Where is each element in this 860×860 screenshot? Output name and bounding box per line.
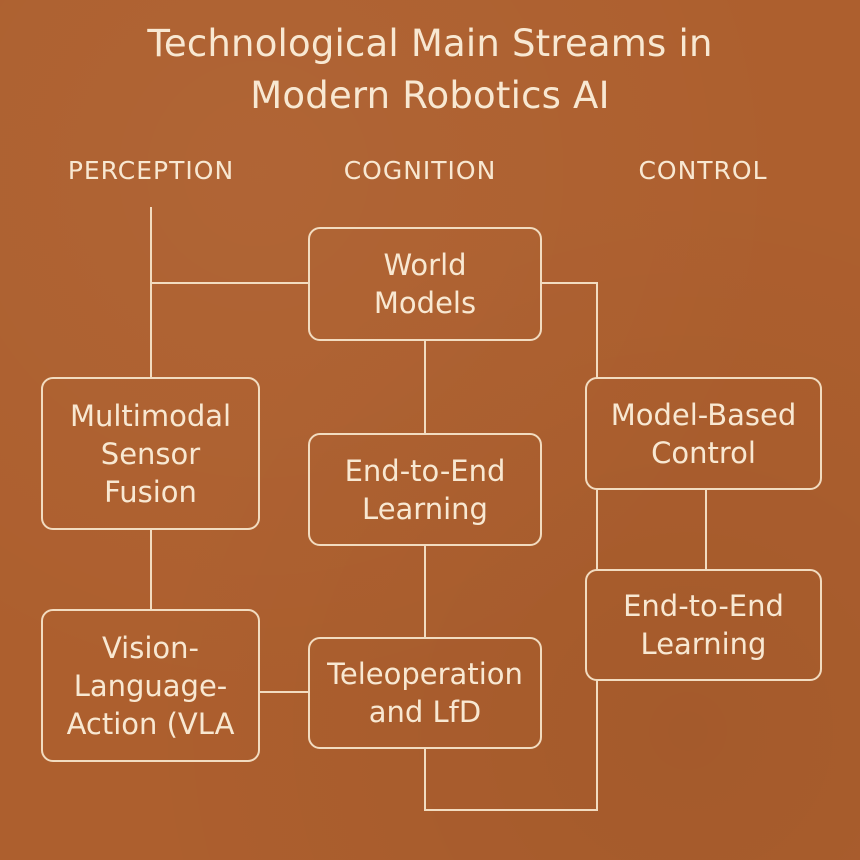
node-world-models-line-1: World bbox=[383, 248, 467, 282]
node-vision-language-action: Vision- Language- Action (VLA bbox=[41, 609, 260, 762]
node-model-based-line-2: Control bbox=[651, 435, 756, 470]
title-line-2: Modern Robotics AI bbox=[250, 74, 610, 117]
node-model-based-line-1: Model-Based bbox=[610, 397, 797, 432]
node-e2e-cognition-line-2: Learning bbox=[362, 491, 488, 526]
node-e2e-control-line-1: End-to-End bbox=[623, 589, 784, 623]
node-end-to-end-learning-cognition: End-to-End Learning bbox=[308, 433, 542, 546]
title-line-1: Technological Main Streams in bbox=[147, 22, 713, 65]
node-end-to-end-learning-control: End-to-End Learning bbox=[585, 569, 822, 681]
column-header-cognition: COGNITION bbox=[343, 156, 497, 185]
node-multimodal-sensor-fusion: Multimodal Sensor Fusion bbox=[41, 377, 260, 530]
column-header-perception: PERCEPTION bbox=[67, 156, 235, 185]
node-teleoperation-line-1: Teleoperation bbox=[327, 657, 523, 691]
node-vla-line-3: Action (VLA bbox=[66, 706, 235, 741]
node-model-based-control: Model-Based Control bbox=[585, 377, 822, 490]
node-fusion-line-1: Multimodal bbox=[69, 398, 232, 433]
node-fusion-line-3: Fusion bbox=[104, 474, 197, 509]
node-teleoperation-lfd: Teleoperation and LfD bbox=[308, 637, 542, 749]
node-fusion-line-2: Sensor bbox=[100, 436, 201, 471]
node-e2e-control-line-2: Learning bbox=[640, 627, 767, 661]
node-world-models: World Models bbox=[308, 227, 542, 341]
column-header-control: CONTROL bbox=[638, 156, 768, 185]
diagram-title: Technological Main Streams in Modern Rob… bbox=[0, 18, 860, 122]
node-teleoperation-line-2: and LfD bbox=[368, 695, 482, 729]
node-e2e-cognition-line-1: End-to-End bbox=[344, 453, 506, 488]
node-world-models-line-2: Models bbox=[373, 286, 477, 320]
connector-teleoperation-to-control bbox=[424, 680, 598, 811]
connector-world-models-to-control bbox=[541, 282, 598, 378]
node-vla-line-2: Language- bbox=[73, 668, 228, 703]
node-vla-line-1: Vision- bbox=[101, 630, 199, 665]
